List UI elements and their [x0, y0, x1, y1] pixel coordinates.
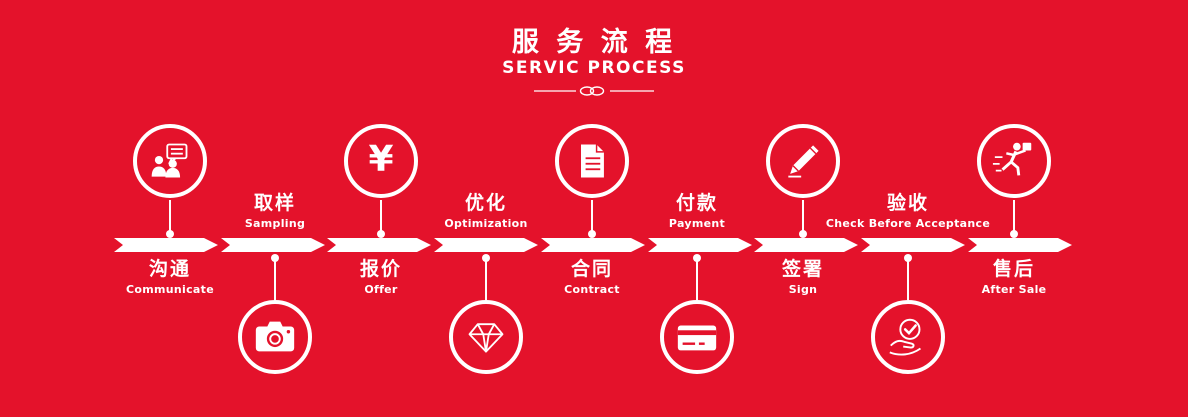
step-label: 报价 Offer: [360, 258, 402, 296]
process-arrow-band: [114, 238, 1072, 252]
step-label: 优化 Optimization: [444, 192, 527, 230]
step-label-en: Check Before Acceptance: [825, 216, 991, 230]
step-label-zh: 售后: [992, 258, 1036, 280]
connector-dot: [271, 254, 279, 262]
connector-line: [1013, 200, 1015, 233]
step-label-zh: 优化: [464, 192, 507, 214]
step-label: 售后 After Sale: [982, 258, 1047, 296]
step-label-en: Contract: [564, 282, 620, 296]
delivery-icon: [977, 124, 1051, 198]
hand-check-icon: [871, 300, 945, 374]
page-subtitle: SERVIC PROCESS: [502, 58, 686, 78]
connector-dot: [693, 254, 701, 262]
connector-line: [907, 258, 909, 300]
page-title: 服 务 流 程: [511, 27, 677, 58]
step-label: 付款 Payment: [669, 192, 725, 230]
step-label-zh: 沟通: [148, 258, 192, 280]
step-label: 沟通 Communicate: [126, 258, 214, 296]
connector-line: [802, 200, 804, 233]
step-label: 取样 Sampling: [245, 192, 305, 230]
connector-line: [169, 200, 171, 233]
yuan-glyph: ¥: [368, 139, 394, 180]
connector-line: [696, 258, 698, 300]
step-label-zh: 验收: [886, 192, 929, 214]
camera-icon: [238, 300, 312, 374]
connector-line: [380, 200, 382, 233]
connector-line: [274, 258, 276, 300]
step-label-zh: 取样: [253, 192, 297, 214]
step-label-en: Payment: [668, 216, 726, 230]
step-label-zh: 付款: [675, 192, 719, 214]
connector-dot: [799, 230, 807, 238]
connector-dot: [904, 254, 912, 262]
diamond-icon: [449, 300, 523, 374]
step-label-en: Sign: [788, 282, 818, 296]
step-label-zh: 报价: [359, 258, 403, 280]
step-label-en: After Sale: [981, 282, 1047, 296]
connector-line: [485, 258, 487, 300]
step-label: 合同 Contract: [564, 258, 620, 296]
connector-dot: [166, 230, 174, 238]
people-chat-icon: [133, 124, 207, 198]
connector-dot: [588, 230, 596, 238]
step-label-en: Sampling: [244, 216, 306, 230]
step-label-en: Offer: [364, 282, 398, 296]
pencil-icon: [766, 124, 840, 198]
step-label: 签署 Sign: [782, 258, 824, 296]
yuan-icon: ¥: [344, 124, 418, 198]
connector-dot: [482, 254, 490, 262]
step-label-en: Optimization: [444, 216, 528, 230]
chain-link-icon: [534, 86, 654, 96]
step-label-zh: 合同: [570, 258, 613, 280]
step-label-en: Communicate: [126, 282, 214, 296]
connector-line: [591, 200, 593, 233]
connector-dot: [1010, 230, 1018, 238]
credit-card-icon: [660, 300, 734, 374]
document-icon: [555, 124, 629, 198]
step-label-zh: 签署: [781, 258, 825, 280]
step-label: 验收 Check Before Acceptance: [826, 192, 990, 230]
connector-dot: [377, 230, 385, 238]
